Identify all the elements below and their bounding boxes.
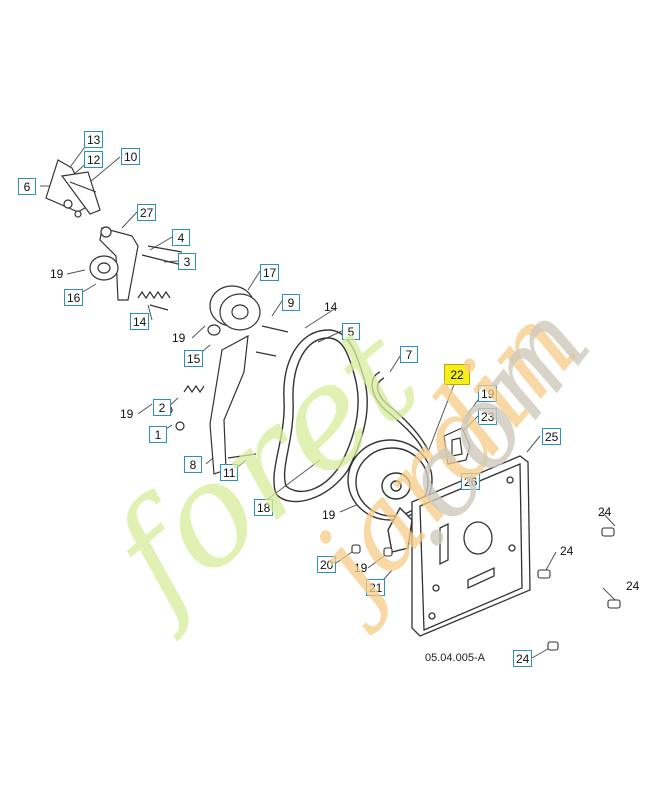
part-label-6[interactable]: 6 <box>18 178 36 195</box>
part-label-19: 19 <box>322 508 336 522</box>
part-label-9[interactable]: 9 <box>282 294 300 311</box>
part-label-14: 14 <box>324 300 338 314</box>
part-label-3[interactable]: 3 <box>178 253 196 270</box>
part-label-14[interactable]: 14 <box>130 313 150 330</box>
part-label-2[interactable]: 2 <box>153 399 171 416</box>
part-label-1[interactable]: 1 <box>149 426 167 443</box>
part-label-21[interactable]: 21 <box>366 579 386 596</box>
part-label-24: 24 <box>560 544 574 558</box>
part-label-24: 24 <box>598 505 612 519</box>
part-label-5[interactable]: 5 <box>342 323 360 340</box>
part-label-11[interactable]: 11 <box>220 464 239 481</box>
part-label-12[interactable]: 12 <box>84 151 104 168</box>
part-label-16[interactable]: 16 <box>64 289 84 306</box>
part-label-20[interactable]: 20 <box>317 556 337 573</box>
part-label-4[interactable]: 4 <box>172 229 190 246</box>
diagram-reference-code: 05.04.005-A <box>425 652 485 664</box>
part-label-19: 19 <box>120 407 134 421</box>
part-label-10[interactable]: 10 <box>121 148 141 165</box>
part-label-23[interactable]: 23 <box>478 408 498 425</box>
part-label-19: 19 <box>172 331 186 345</box>
part-label-25[interactable]: 25 <box>542 428 562 445</box>
part-label-7[interactable]: 7 <box>400 346 418 363</box>
part-label-15[interactable]: 15 <box>184 350 204 367</box>
part-label-17[interactable]: 17 <box>260 264 280 281</box>
part-label-24[interactable]: 24 <box>513 650 533 667</box>
part-label-19: 19 <box>50 267 64 281</box>
part-label-27[interactable]: 27 <box>137 204 157 221</box>
part-label-19[interactable]: 19 <box>478 385 498 402</box>
part-label-8[interactable]: 8 <box>184 456 202 473</box>
part-label-13[interactable]: 13 <box>84 131 104 148</box>
part-label-19: 19 <box>354 561 368 575</box>
part-label-18[interactable]: 18 <box>254 499 274 516</box>
part-label-24: 24 <box>626 579 640 593</box>
part-label-26[interactable]: 26 <box>461 473 481 490</box>
part-label-22-highlighted[interactable]: 22 <box>444 364 470 385</box>
